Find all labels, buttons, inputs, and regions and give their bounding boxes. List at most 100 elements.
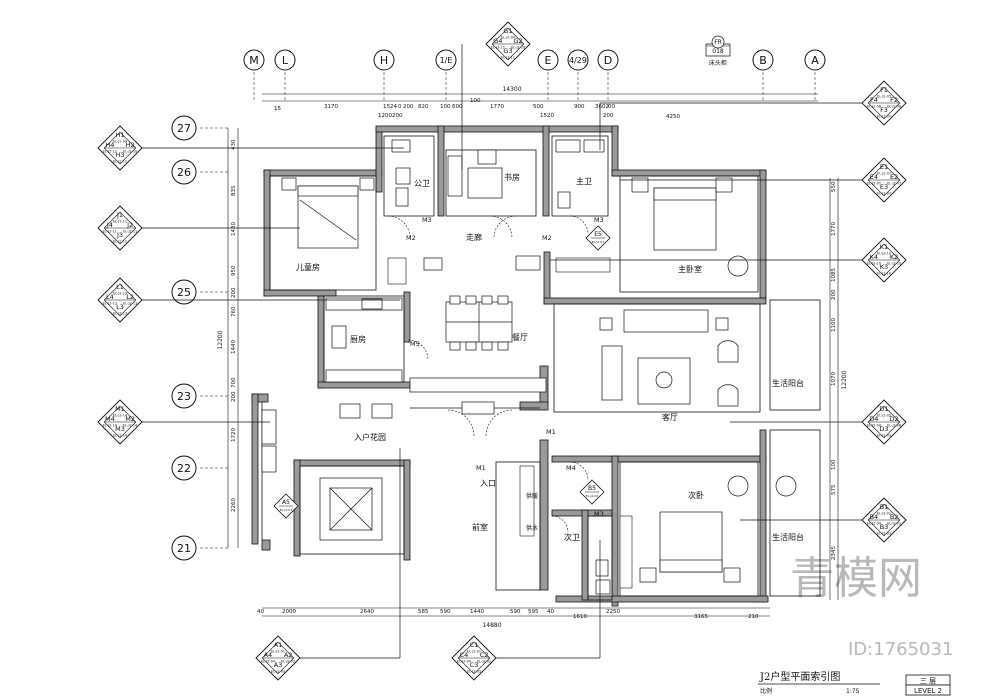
svg-text:2000: 2000 [282, 609, 296, 615]
room-living: 客厅 [662, 412, 678, 422]
svg-text:200: 200 [603, 113, 614, 119]
room-public-bath: 公卫 [414, 179, 430, 188]
tag-label: C2 [480, 651, 489, 659]
tag-ref: EL-J2-11 [501, 56, 515, 60]
tag-ref: EL-J2-07 [877, 192, 891, 196]
svg-text:200: 200 [231, 391, 237, 402]
axis-1E: 1/E [440, 56, 453, 65]
tag-ref: EL-J2-06 [887, 424, 901, 428]
svg-text:500: 500 [533, 104, 544, 110]
tag-label: M4 [105, 415, 115, 423]
room-entrance: 入口 [480, 479, 496, 488]
svg-text:1440: 1440 [470, 609, 484, 615]
svg-text:2260: 2260 [231, 498, 237, 512]
axis-26: 26 [177, 166, 191, 179]
room-kitchen: 厨房 [350, 334, 366, 344]
tag-label: B3 [880, 523, 889, 531]
room-corridor: 走廊 [466, 232, 482, 242]
tag-ref: EL-J2-03 [271, 670, 285, 674]
svg-text:575: 575 [831, 484, 837, 495]
tag-ref: EL-J2-14 [113, 434, 127, 438]
elevator-shaft [319, 477, 383, 541]
tag-label: G2 [514, 37, 523, 45]
tag-label: C1 [470, 641, 479, 649]
right-dim-total: 12200 [841, 370, 848, 389]
tag-label: M3 [115, 425, 125, 433]
tag-label: H1 [115, 131, 124, 139]
tag-label: J4 [106, 221, 113, 229]
plan-title: J2户型平面索引图 [759, 670, 840, 683]
svg-text:M2: M2 [542, 234, 552, 242]
tag-label: E4 [870, 173, 878, 181]
tag-ref: EL-J2-09 [113, 139, 127, 143]
tag-ref: EL-J2-12 [103, 150, 117, 154]
svg-text:FR: FR [714, 39, 722, 46]
svg-text:200: 200 [231, 287, 237, 298]
tag-ref: EL-J2-03 [877, 434, 891, 438]
level-cn: 三 层 [920, 677, 936, 685]
watermark-id: ID:1765031 [848, 639, 953, 660]
bed-second [639, 475, 797, 583]
tag-label: K1 [880, 243, 888, 251]
svg-text:15: 15 [274, 106, 281, 112]
svg-text:供暖: 供暖 [526, 492, 538, 500]
tag-label: A5 [282, 499, 290, 506]
axis-H: H [380, 54, 388, 67]
room-balcony-1: 生活阳台 [772, 378, 804, 388]
svg-text:1440: 1440 [231, 340, 237, 354]
svg-text:M2: M2 [406, 234, 416, 242]
wardrobes [387, 257, 633, 589]
svg-text:4250: 4250 [666, 114, 680, 120]
tag-label: F2 [890, 96, 898, 104]
room-master-bath: 主卫 [576, 176, 592, 186]
tag-label: J3 [116, 231, 123, 239]
tag-label: B1 [880, 503, 889, 511]
svg-text:1070: 1070 [831, 372, 837, 386]
tag-ref: EL-J2-03 [467, 670, 481, 674]
axis-L: L [282, 54, 289, 67]
tag-ref: EL-J2-02 [477, 660, 491, 664]
tag-ref: EL-J2-03 [877, 532, 891, 536]
tag-label: D2 [890, 415, 899, 423]
svg-text:3170: 3170 [324, 104, 338, 110]
tag-ref: EL-J2-01 [877, 511, 891, 515]
tag-ref: EL-J2-10 [867, 262, 881, 266]
room-dining: 餐厅 [512, 333, 528, 342]
tag-ref: EL-J2-13 [113, 312, 127, 316]
tag-label: K3 [880, 263, 888, 271]
bath-fixtures [391, 139, 611, 595]
tag-ref: EL-J2-14 [103, 424, 117, 428]
door-swings [387, 215, 589, 533]
tag-label: D1 [879, 405, 888, 413]
level-en: LEVEL 2 [914, 687, 942, 695]
svg-text:1200: 1200 [378, 113, 392, 119]
tag-label: E2 [890, 173, 898, 181]
svg-text:1610: 1610 [573, 614, 587, 620]
tag-label: K4 [870, 253, 878, 261]
tag-label: H4 [105, 141, 114, 149]
tag-ref: EL-J2-13 [113, 291, 127, 295]
svg-text:供水: 供水 [526, 524, 538, 532]
svg-text:M5: M5 [410, 340, 420, 348]
title-block: J2户型平面索引图 比例 1:75 三 层 LEVEL 2 [758, 670, 951, 696]
tag-ref: EL-J2-11 [113, 219, 127, 223]
svg-text:430: 430 [231, 139, 237, 150]
svg-text:2345: 2345 [831, 546, 837, 560]
tag-ref: EL-J2-07 [867, 182, 881, 186]
tag-label: E5 [594, 231, 602, 238]
scale-label: 比例 [760, 687, 772, 695]
svg-text:700: 700 [231, 377, 237, 388]
right-dims: 550 1770 1085 200 1100 1070 100 575 2345 [831, 181, 837, 560]
room-entry-garden: 入户花园 [354, 432, 386, 442]
svg-text:100: 100 [831, 459, 837, 470]
tag-ref: EL-J2-04 [261, 660, 275, 664]
svg-text:2640: 2640 [360, 609, 374, 615]
tag-label: C3 [470, 661, 479, 669]
svg-text:590: 590 [440, 609, 451, 615]
tag-ref: EL-J2-08 [867, 105, 881, 109]
top-dim-total: 14300 [502, 86, 521, 93]
